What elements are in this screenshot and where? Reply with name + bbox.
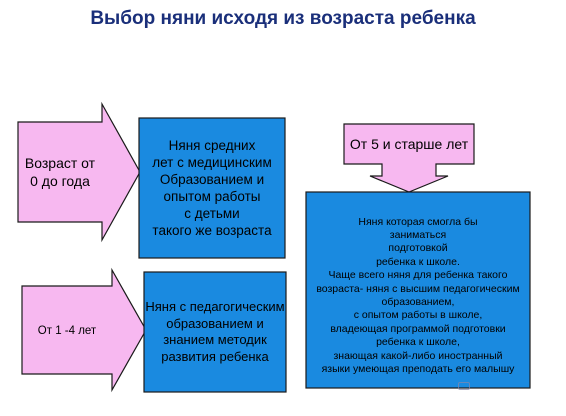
age-1-4-label: От 1 -4 лет (37, 325, 97, 337)
slide-corner-icon (458, 382, 470, 390)
nanny-medical-box (138, 117, 286, 259)
age-1-4-arrow (21, 267, 147, 393)
nanny-pedagogical-text: Няня с педагогическим образованием и зна… (145, 299, 285, 364)
nanny-medical-text: Няня средних лет с медицинским Образован… (152, 138, 272, 238)
nanny-school-text: Няня которая смогла бы заниматься подгот… (316, 215, 520, 376)
age-5-plus-label: От 5 и старше лет (349, 136, 469, 152)
nanny-pedagogical-box (143, 271, 287, 393)
age-0-1-label: Возраст от 0 до года (24, 155, 96, 189)
age-5-plus-callout (343, 123, 475, 193)
nanny-school-box (305, 191, 531, 389)
age-0-1-arrow (17, 101, 141, 243)
page-title: Выбор няни исходя из возраста ребенка (90, 8, 476, 29)
